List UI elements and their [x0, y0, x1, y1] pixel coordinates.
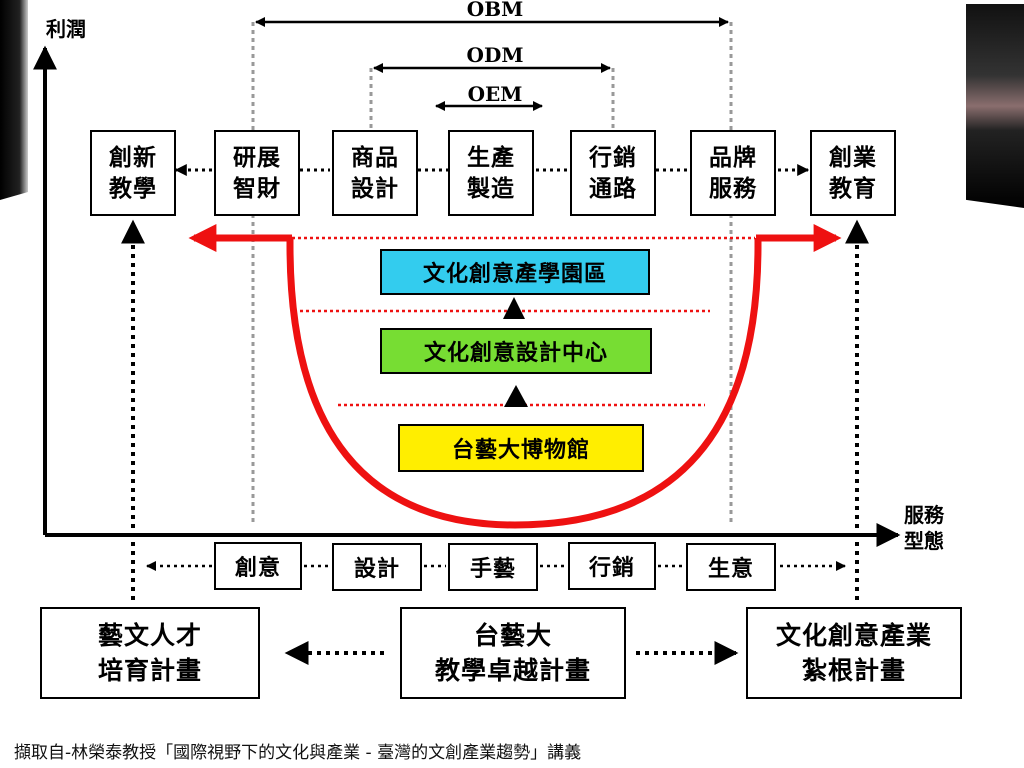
guide-lines: [251, 22, 733, 525]
service-box-design: 設計: [332, 543, 422, 591]
program-box-industry: 文化創意產業 紮根計畫: [746, 607, 962, 699]
odm-label: ODM: [466, 43, 524, 67]
program-box-excellence: 台藝大 教學卓越計畫: [400, 607, 626, 699]
chain-box-marketing: 行銷 通路: [570, 130, 656, 216]
obm-label: OBM: [466, 0, 524, 21]
red-dotted-lines: [292, 236, 755, 407]
service-box-craft: 手藝: [448, 543, 538, 591]
chain-box-rnd: 研展 智財: [214, 130, 300, 216]
oem-label: OEM: [467, 82, 523, 106]
up-triangle-top: [503, 297, 525, 319]
chain-box-brand: 品牌 服務: [690, 130, 776, 216]
service-box-creativity: 創意: [214, 542, 302, 590]
y-axis-label: 利潤: [46, 17, 86, 41]
service-box-business: 生意: [686, 543, 776, 591]
smile-curve: [286, 238, 762, 529]
right-edge-decoration: [966, 4, 1024, 208]
source-caption: 擷取自-林榮泰教授「國際視野下的文化與產業 - 臺灣的文創產業趨勢」講義: [14, 743, 582, 763]
program-box-talent: 藝文人才 培育計畫: [40, 607, 260, 699]
chain-box-entrepreneur: 創業 教育: [810, 130, 896, 216]
chain-box-product-design: 商品 設計: [332, 130, 418, 216]
left-edge-decoration: [0, 0, 28, 200]
museum-box: 台藝大博物館: [398, 424, 644, 472]
park-box: 文化創意產學園區: [380, 249, 650, 295]
service-box-marketing: 行銷: [568, 542, 656, 590]
chain-box-production: 生產 製造: [448, 130, 534, 216]
chain-box-teaching: 創新 教學: [90, 130, 176, 216]
x-axis-label: 服務 型態: [904, 503, 944, 553]
design-center-box: 文化創意設計中心: [380, 328, 652, 374]
up-triangle-bottom: [504, 385, 528, 407]
